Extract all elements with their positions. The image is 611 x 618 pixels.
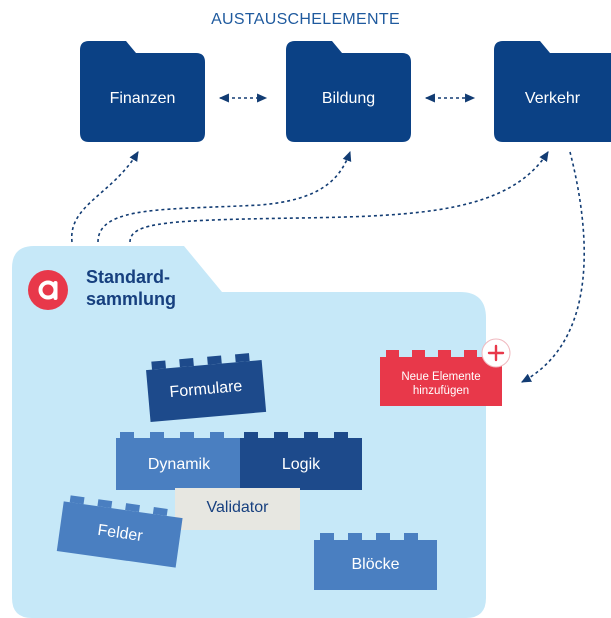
folder-label-verkehr: Verkehr [524,90,581,107]
connector-verkehr-new [521,151,585,383]
brick-felder [56,495,183,568]
brick-dynamik [116,432,242,490]
brick-new-element [380,350,502,406]
connector-collection-bildung [97,150,352,243]
connector-collection-verkehr [129,151,549,243]
brick-label-validator: Validator [206,499,269,516]
collection-title: Standard- sammlung [86,266,216,310]
brick-bloecke [314,533,437,590]
collection-title-line2: sammlung [86,289,177,309]
new-element-label: Neue Elemente hinzufügen [380,370,502,398]
new-element-line2: hinzufügen [412,385,470,397]
folder-label-finanzen: Finanzen [109,90,176,107]
diagram-heading: AUSTAUSCHELEMENTE [211,11,400,28]
brick-validator [175,488,300,530]
folder-bildung-shape [286,41,411,142]
folder-finanzen-shape [80,41,205,142]
brick-label-bloecke: Blöcke [351,556,400,573]
connector-collection-finanzen [71,151,139,243]
new-element-line1: Neue Elemente [401,371,481,383]
folder-label-bildung: Bildung [321,90,376,107]
letter-a-logo-icon [28,270,68,310]
brick-label-logik: Logik [281,456,321,473]
collection-title-line1: Standard- [86,267,171,287]
brick-logik [240,432,362,490]
brick-formulare [146,353,267,422]
brick-label-dynamik: Dynamik [147,456,211,473]
plus-icon [481,338,511,368]
folder-verkehr-shape [494,41,611,142]
